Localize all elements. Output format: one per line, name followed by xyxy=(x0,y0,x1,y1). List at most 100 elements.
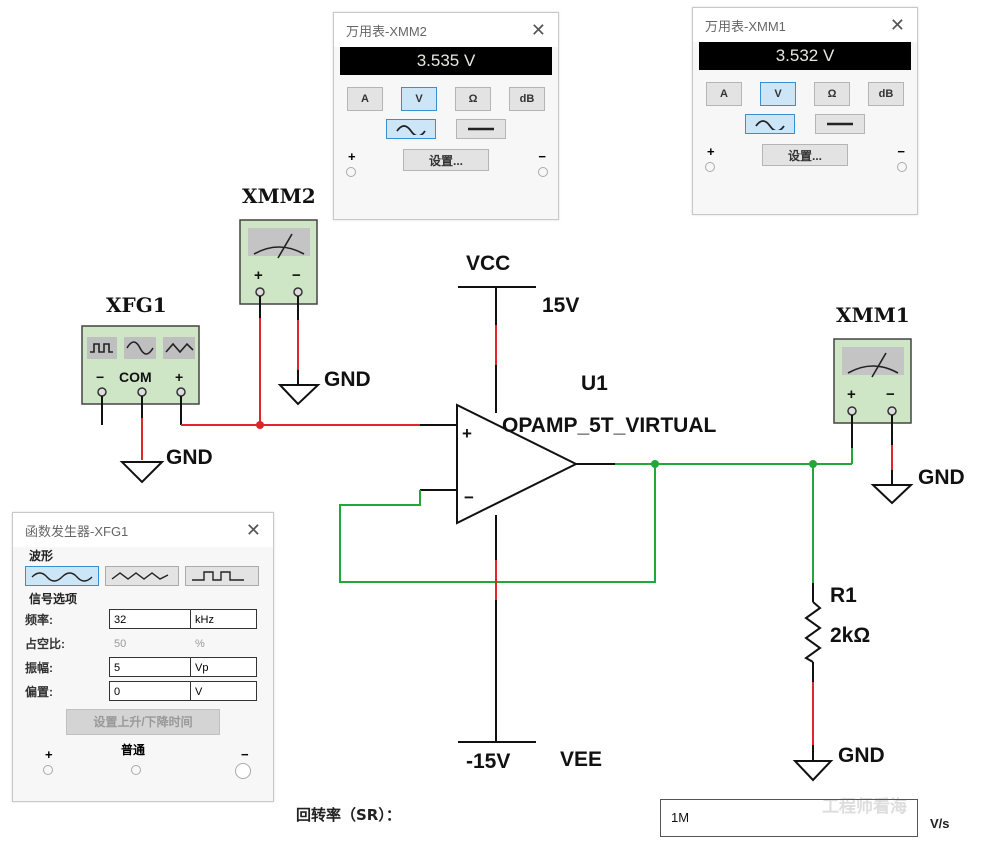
vee-value: -15V xyxy=(466,750,510,773)
gnd-label: GND xyxy=(166,446,213,469)
frequency-unit-select[interactable]: kHz xyxy=(191,609,257,629)
window-titlebar[interactable]: 万用表-XMM2 ✕ xyxy=(334,13,558,47)
signal-options-label: 信号选项 xyxy=(29,592,78,606)
vcc-label: VCC xyxy=(466,252,510,275)
ground-symbol xyxy=(277,384,321,406)
meter-display: 3.535 V xyxy=(340,47,552,75)
square-waveform-button[interactable] xyxy=(185,566,259,586)
close-icon[interactable]: ✕ xyxy=(245,519,261,540)
gnd-label: GND xyxy=(918,466,965,489)
resistor-r1[interactable] xyxy=(804,601,822,663)
positive-terminal-label: + xyxy=(707,144,715,159)
square-wave-icon xyxy=(87,337,117,359)
positive-terminal[interactable] xyxy=(346,167,356,177)
vee-label: VEE xyxy=(560,748,602,771)
multimeter-xmm2-window: 万用表-XMM2 ✕ 3.535 V A V Ω dB + 设置... − xyxy=(333,12,559,220)
positive-terminal-label: + xyxy=(348,149,356,164)
multimeter-xmm1-window: 万用表-XMM1 ✕ 3.532 V A V Ω dB + 设置... − xyxy=(692,7,918,215)
multimeter-xmm1[interactable]: + − xyxy=(833,338,912,424)
square-wave-icon xyxy=(192,571,244,581)
opamp-plus-input: + xyxy=(462,424,472,443)
negative-terminal-label: − xyxy=(241,747,249,762)
common-terminal[interactable] xyxy=(131,765,141,775)
window-title: 函数发生器-XFG1 xyxy=(25,523,129,539)
opamp-u1[interactable]: + − xyxy=(456,403,579,525)
ac-wave-icon xyxy=(396,125,426,135)
settings-button[interactable]: 设置... xyxy=(762,144,848,166)
common-terminal-label: 普通 xyxy=(121,743,146,757)
mode-button-volt[interactable]: V xyxy=(760,82,796,106)
window-title: 万用表-XMM1 xyxy=(705,18,786,34)
ac-button[interactable] xyxy=(386,119,436,139)
function-generator-window: 函数发生器-XFG1 ✕ 波形 信号选项 频率: 32 kHz 占空比: 50 … xyxy=(12,512,274,802)
xfg1-plus-terminal: + xyxy=(175,369,183,385)
positive-terminal[interactable] xyxy=(705,162,715,172)
mode-button-ampere[interactable]: A xyxy=(347,87,383,111)
waveform-section-label: 波形 xyxy=(29,549,54,563)
slew-rate-unit: V/s xyxy=(930,816,950,831)
watermark: 工程师看海 xyxy=(822,796,907,817)
wire-feedback xyxy=(339,464,656,583)
mode-button-ampere[interactable]: A xyxy=(706,82,742,106)
close-icon[interactable]: ✕ xyxy=(530,19,546,40)
sine-waveform-button[interactable] xyxy=(25,566,99,586)
triangle-wave-icon xyxy=(111,572,169,580)
frequency-row: 频率: 32 kHz xyxy=(19,607,267,631)
xfg1-label: XFG1 xyxy=(106,293,167,317)
gnd-label: GND xyxy=(838,744,885,767)
mode-button-ohm[interactable]: Ω xyxy=(455,87,491,111)
offset-unit-select[interactable]: V xyxy=(191,681,257,701)
multimeter-xmm2[interactable]: + − xyxy=(239,219,318,305)
xmm2-plus-terminal: + xyxy=(254,267,263,284)
xmm2-minus-terminal: − xyxy=(292,267,301,284)
rise-fall-time-button[interactable]: 设置上升/下降时间 xyxy=(66,709,220,735)
sine-wave-icon xyxy=(31,572,93,582)
ground-symbol xyxy=(792,760,834,782)
r1-value: 2kΩ xyxy=(830,624,870,647)
amplitude-unit-select[interactable]: Vp xyxy=(191,657,257,677)
negative-terminal[interactable] xyxy=(235,763,251,779)
opamp-ref: U1 xyxy=(581,372,608,395)
window-title: 万用表-XMM2 xyxy=(346,23,427,39)
ground-symbol xyxy=(119,461,165,484)
xmm1-plus-terminal: + xyxy=(847,386,856,403)
dc-line-icon xyxy=(827,122,853,126)
xfg1-com-terminal: COM xyxy=(119,369,152,385)
slew-rate-input[interactable]: 1M xyxy=(660,799,918,837)
mode-button-db[interactable]: dB xyxy=(509,87,545,111)
window-titlebar[interactable]: 函数发生器-XFG1 ✕ xyxy=(13,513,273,547)
ac-button[interactable] xyxy=(745,114,795,134)
opamp-minus-input: − xyxy=(464,488,474,507)
function-generator-xfg1[interactable]: − COM + xyxy=(81,325,200,405)
positive-terminal[interactable] xyxy=(43,765,53,775)
duty-cycle-unit: % xyxy=(195,638,205,650)
triangle-wave-icon xyxy=(163,337,195,359)
dc-button[interactable] xyxy=(815,114,865,134)
close-icon[interactable]: ✕ xyxy=(889,14,905,35)
xmm1-minus-terminal: − xyxy=(886,386,895,403)
slew-rate-value: 1M xyxy=(671,810,690,825)
window-titlebar[interactable]: 万用表-XMM1 ✕ xyxy=(693,8,917,42)
slew-rate-label: 回转率（SR）： xyxy=(296,806,401,824)
xmm2-label: XMM2 xyxy=(242,184,316,208)
frequency-input[interactable]: 32 xyxy=(109,609,191,629)
negative-terminal[interactable] xyxy=(538,167,548,177)
ac-wave-icon xyxy=(755,120,785,130)
frequency-label: 频率: xyxy=(25,612,53,627)
duty-cycle-row: 占空比: 50 % xyxy=(19,631,267,655)
duty-cycle-input: 50 xyxy=(114,638,127,650)
settings-button[interactable]: 设置... xyxy=(403,149,489,171)
amplitude-row: 振幅: 5 Vp xyxy=(19,655,267,679)
mode-button-db[interactable]: dB xyxy=(868,82,904,106)
mode-button-volt[interactable]: V xyxy=(401,87,437,111)
opamp-model: OPAMP_5T_VIRTUAL xyxy=(502,414,716,437)
mode-button-ohm[interactable]: Ω xyxy=(814,82,850,106)
dc-button[interactable] xyxy=(456,119,506,139)
offset-input[interactable]: 0 xyxy=(109,681,191,701)
gnd-label: GND xyxy=(324,368,371,391)
amplitude-input[interactable]: 5 xyxy=(109,657,191,677)
triangle-waveform-button[interactable] xyxy=(105,566,179,586)
negative-terminal[interactable] xyxy=(897,162,907,172)
xmm1-label: XMM1 xyxy=(836,303,910,327)
